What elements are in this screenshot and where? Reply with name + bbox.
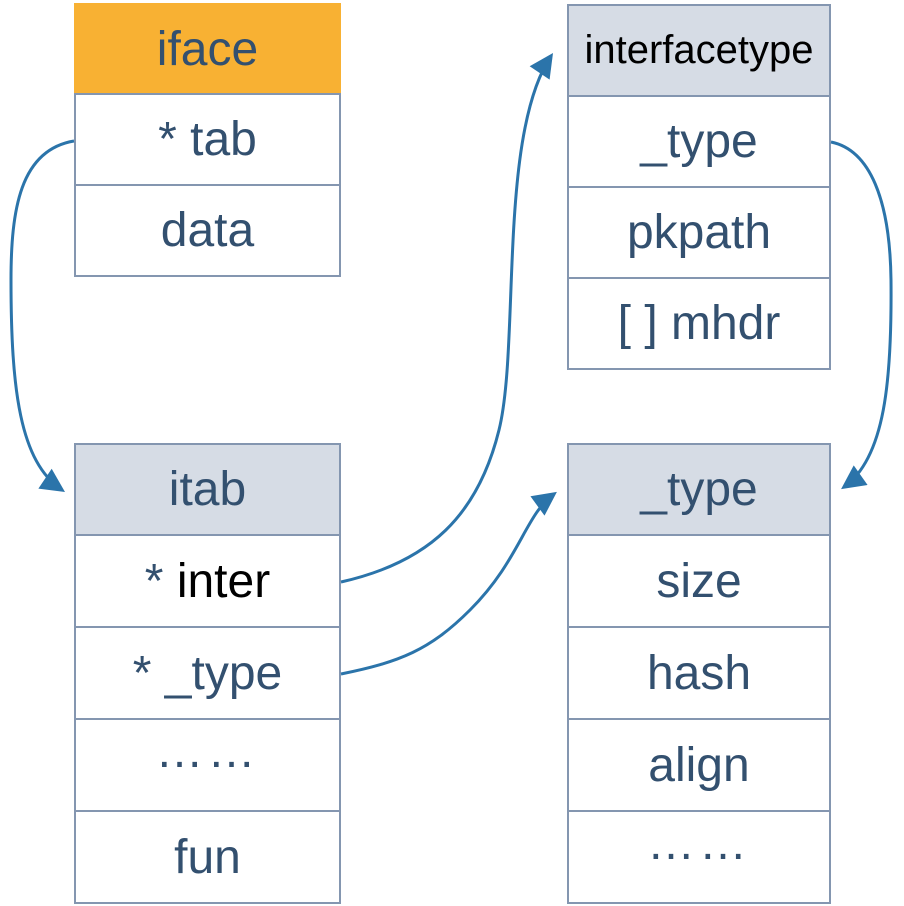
row-label: inter bbox=[176, 554, 271, 608]
row-label: …… bbox=[155, 724, 260, 778]
row-label: fun bbox=[174, 830, 241, 884]
table-header-type: _type bbox=[567, 443, 831, 536]
table-row-interfacetype-mhdr: [ ] mhdr bbox=[567, 277, 831, 370]
table-row-itab-inter: * inter bbox=[74, 534, 341, 628]
table-row-type-size: size bbox=[567, 534, 831, 628]
table-row-itab-ellipsis: …… bbox=[74, 718, 341, 812]
arrow-interfacetype-type-to-type-icon bbox=[830, 140, 893, 490]
struct-table-interfacetype: interfacetype _type pkpath [ ] mhdr bbox=[567, 4, 831, 370]
row-label: [ ] mhdr bbox=[617, 297, 781, 350]
row-label: pkpath bbox=[626, 206, 772, 259]
table-row-itab-fun: fun bbox=[74, 810, 341, 904]
arrow-iface-tab-to-itab-icon bbox=[9, 139, 75, 493]
table-row-interfacetype-pkpath: pkpath bbox=[567, 186, 831, 279]
struct-table-type: _type size hash align …… bbox=[567, 443, 831, 904]
row-label: size bbox=[656, 554, 742, 608]
table-title-type: _type bbox=[640, 463, 758, 516]
table-row-type-ellipsis: …… bbox=[567, 810, 831, 904]
table-title-interfacetype: interfacetype bbox=[584, 28, 814, 72]
table-header-itab: itab bbox=[74, 443, 341, 536]
table-row-type-align: align bbox=[567, 718, 831, 812]
arrow-itab-inter-to-interfacetype-icon bbox=[340, 53, 554, 584]
arrow-itab-type-to-type-icon bbox=[340, 491, 557, 676]
table-title-itab: itab bbox=[168, 463, 247, 516]
row-label: data bbox=[160, 204, 255, 257]
table-row-itab-type: * _type bbox=[74, 626, 341, 720]
row-label: hash bbox=[646, 646, 752, 700]
struct-table-iface: iface * tab data bbox=[74, 3, 341, 277]
struct-table-itab: itab * inter * _type …… fun bbox=[74, 443, 341, 904]
row-label: _type bbox=[640, 115, 758, 168]
table-row-iface-data: data bbox=[74, 184, 341, 277]
table-row-type-hash: hash bbox=[567, 626, 831, 720]
row-label-prefix: * bbox=[144, 554, 177, 608]
table-header-iface: iface bbox=[74, 3, 341, 95]
table-header-interfacetype: interfacetype bbox=[567, 4, 831, 97]
table-title-iface: iface bbox=[156, 22, 259, 76]
row-label: align bbox=[648, 738, 750, 792]
table-row-interfacetype-type: _type bbox=[567, 95, 831, 188]
row-label: …… bbox=[647, 816, 751, 870]
row-label: * _type bbox=[132, 646, 283, 700]
row-label: * tab bbox=[158, 113, 257, 166]
table-row-iface-tab: * tab bbox=[74, 93, 341, 186]
